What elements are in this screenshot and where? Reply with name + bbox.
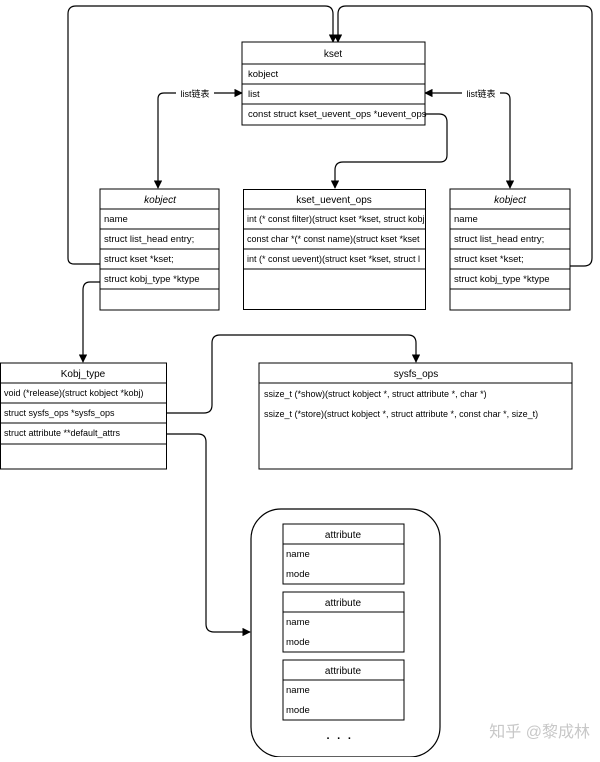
attribute-title: attribute [325,666,362,677]
kobject-left-title: kobject [144,195,177,206]
connector-right-kset-to-kset [333,5,593,267]
kset-uevent-ops-box: kset_uevent_ops int (* const filter)(str… [243,189,426,310]
attribute-field-mode: mode [286,569,310,580]
attribute-title: attribute [325,530,362,541]
kset-title: kset [324,49,343,60]
attribute-title: attribute [325,598,362,609]
list-link-label-left: list链表 [181,88,210,99]
kobject-right-box: kobject name struct list_head entry; str… [449,188,571,311]
uevent-ops-field-uevent: int (* const uevent)(struct kset *kset, … [247,254,420,264]
connector-ktype [78,281,100,363]
kset-field-kobject: kobject [248,69,278,80]
watermark: 知乎 @黎成林 [489,723,590,741]
kset-field-uevent-ops: const struct kset_uevent_ops *uevent_ops [248,109,427,120]
kobj-type-title: Kobj_type [61,369,106,380]
connector-list-right [424,88,515,189]
kobject-right-field-entry: struct list_head entry; [454,234,544,245]
attribute-box-3: attribute name mode [282,659,405,721]
kobject-left-field-name: name [104,214,128,225]
connector-uevent-ops [330,113,448,189]
kset-uevent-ops-title: kset_uevent_ops [296,195,372,206]
sysfs-ops-field-store: ssize_t (*store)(struct kobject *, struc… [264,409,538,419]
attribute-field-name: name [286,549,310,560]
kobject-left-box: kobject name struct list_head entry; str… [99,188,220,311]
sysfs-ops-box: sysfs_ops ssize_t (*show)(struct kobject… [258,362,573,470]
kset-field-list: list [248,89,260,100]
connector-left-kset-to-kset [67,5,338,265]
connector-default-attrs [166,433,251,637]
kobj-type-field-sysfs-ops: struct sysfs_ops *sysfs_ops [4,408,115,418]
kobj-type-box: Kobj_type void (*release)(struct kobject… [0,362,167,470]
kobject-right-field-ktype: struct kobj_type *ktype [454,274,550,285]
attribute-ellipsis: · · · [326,733,353,745]
kset-box: kset kobject list const struct kset_ueve… [241,41,427,126]
attribute-box-2: attribute name mode [282,591,405,653]
connector-list-left [153,88,243,189]
sysfs-ops-field-show: ssize_t (*show)(struct kobject *, struct… [264,389,487,399]
attribute-field-name: name [286,685,310,696]
attribute-field-mode: mode [286,705,310,716]
kobject-left-field-ktype: struct kobj_type *ktype [104,274,200,285]
attribute-field-mode: mode [286,637,310,648]
attribute-box-1: attribute name mode [282,523,405,585]
list-link-label-right: list链表 [467,88,496,99]
kobject-left-field-kset: struct kset *kset; [104,254,174,265]
uevent-ops-field-name: const char *(* const name)(struct kset *… [247,234,420,244]
sysfs-ops-title: sysfs_ops [394,369,438,380]
connector-sysfs-ops [166,334,421,414]
kobject-right-field-name: name [454,214,478,225]
uevent-ops-field-filter: int (* const filter)(struct kset *kset, … [247,214,425,224]
kobject-right-field-kset: struct kset *kset; [454,254,524,265]
kobject-right-title: kobject [494,195,527,206]
kobj-type-field-default-attrs: struct attribute **default_attrs [4,428,121,438]
attribute-field-name: name [286,617,310,628]
kobject-left-field-entry: struct list_head entry; [104,234,194,245]
kobj-type-field-release: void (*release)(struct kobject *kobj) [4,388,144,398]
